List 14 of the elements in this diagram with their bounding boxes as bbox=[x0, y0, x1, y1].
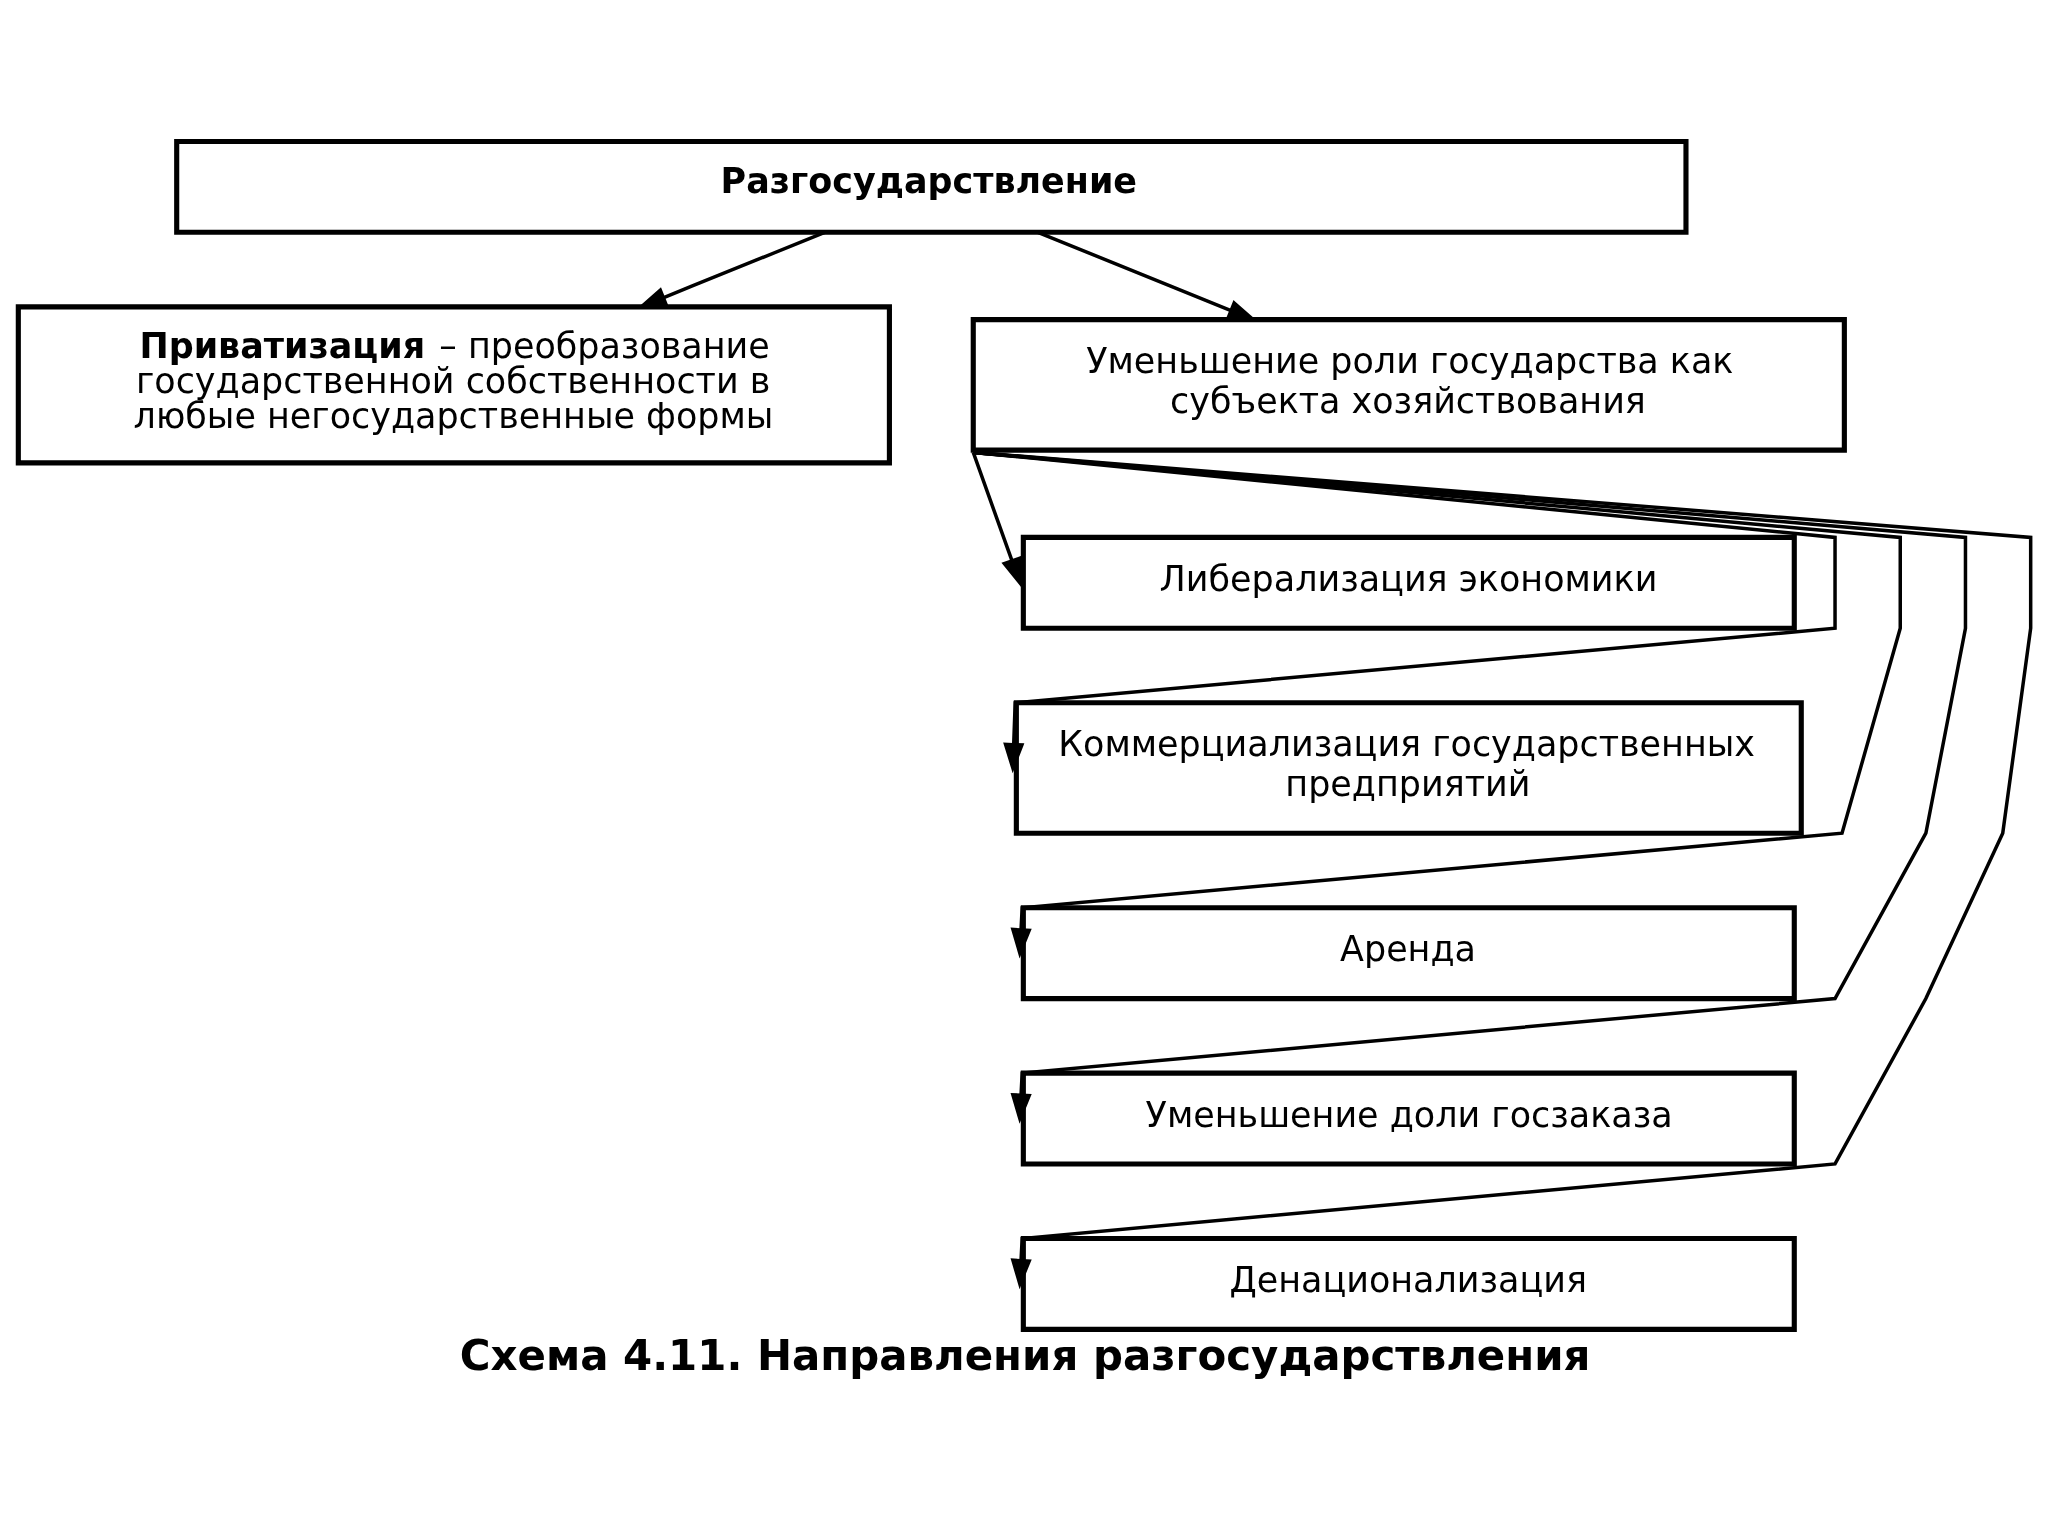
node-box: Уменьшение роли государства как субъекта хозяйствования bbox=[970, 317, 1847, 453]
arrow bbox=[972, 450, 1837, 774]
node-box: Коммерциализация государственных предприятий bbox=[1013, 700, 1804, 836]
node-box: Либерализация экономики bbox=[1020, 534, 1797, 631]
arrow bbox=[972, 450, 1967, 1124]
caption: Схема 4.11. Направления разгосударствления bbox=[459, 1330, 1591, 1380]
node-box: Аренда bbox=[1020, 905, 1797, 1002]
arrow bbox=[972, 450, 2032, 1290]
node-box: Приватизация – преобразование государственной собственности в любые негосударственные формы bbox=[15, 304, 892, 466]
node-box: Разгосударствление bbox=[173, 138, 1689, 235]
node-box: Уменьшение доли госзаказа bbox=[1020, 1070, 1797, 1167]
node-box: Денационализация bbox=[1020, 1235, 1797, 1332]
arrow bbox=[972, 450, 1902, 959]
arrow bbox=[971, 451, 1022, 588]
